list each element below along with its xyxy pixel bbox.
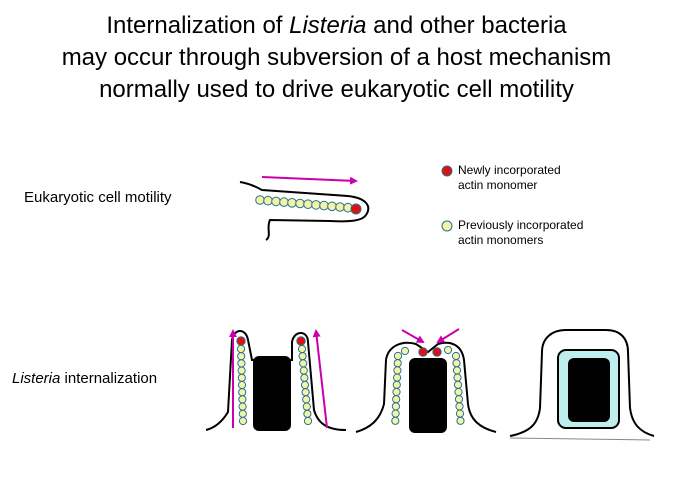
old-monomer-icon [441,220,453,232]
old-monomer [295,198,305,209]
old-monomer [453,373,462,382]
old-monomer [391,402,400,411]
old-monomer [302,402,311,411]
old-monomer [452,366,462,375]
old-monomer [391,416,400,425]
old-monomer [271,196,281,207]
old-monomer [456,416,465,425]
new-monomer [296,336,306,346]
old-monomer [393,351,403,361]
old-monomer [443,345,453,355]
bacterium-panel-3 [568,358,610,422]
substrate-line-3 [509,437,651,441]
motility-label: Eukaryotic cell motility [24,189,172,206]
old-monomer [391,409,400,418]
old-monomer [279,197,289,207]
old-monomer [238,416,248,426]
slide-title: Internalization of Listeria and other ba… [0,10,673,106]
old-monomer [393,359,402,368]
old-monomer [299,366,308,375]
old-monomer [393,373,402,382]
motility-cell-outline [239,181,370,241]
internalization-label: Listeria internalization [12,370,158,387]
old-monomer [299,359,308,368]
old-monomer [287,198,297,208]
old-monomer [238,388,247,397]
old-monomer [455,402,464,411]
old-monomer [392,380,401,389]
old-monomer [236,344,246,354]
old-monomer [319,200,329,211]
old-monomer [303,199,313,209]
new-monomer-icon [441,165,453,177]
panel-1-actin-filaments [236,336,313,426]
old-monomer [451,351,461,361]
old-monomer [301,388,310,397]
old-monomer [335,202,345,212]
old-monomer [238,395,247,404]
old-monomer [237,380,247,390]
old-monomer [237,373,246,382]
panel-2-actin-filaments [391,345,465,425]
arrow-panel-1-right [312,329,328,429]
old-monomer [400,346,410,356]
bacterium-panel-2 [409,358,447,433]
old-monomer [453,380,463,389]
old-monomer [455,409,465,418]
old-monomer [255,195,265,205]
old-monomer [452,359,461,368]
old-monomer [237,352,246,361]
old-monomer [298,352,307,361]
old-monomer [300,380,310,390]
old-monomer [263,195,273,206]
old-monomer [311,200,321,210]
old-monomer [237,359,246,368]
new-monomer [418,347,428,357]
new-monomer [432,347,442,357]
old-monomer [393,366,402,375]
old-monomer [392,395,401,404]
old-monomer [392,387,401,397]
membrane-panel-2 [355,341,497,433]
motility-direction-arrow [261,176,358,185]
title-line-1: Internalization of Listeria and other ba… [106,12,567,39]
membrane-panel-3 [509,329,655,437]
old-monomer [300,373,309,382]
old-monomer [454,387,463,397]
old-monomer [303,416,313,426]
old-monomer [327,201,337,212]
old-monomer [302,395,311,404]
new-monomer [350,203,362,215]
title-line-2: may occur through subversion of a host m… [61,44,612,71]
arrow-panel-2-right [436,328,460,344]
old-monomer [454,395,464,404]
title-line-3: normally used to drive eukaryotic cell m… [99,76,574,103]
old-monomer [237,366,246,375]
motility-actin-filament [255,195,362,215]
old-monomer [238,409,247,418]
new-monomer [236,336,246,346]
old-monomer [297,344,307,354]
arrow-panel-2-left [401,329,425,343]
bacterium-panel-1 [253,356,291,431]
old-monomer [303,409,312,418]
old-monomer [238,402,247,411]
